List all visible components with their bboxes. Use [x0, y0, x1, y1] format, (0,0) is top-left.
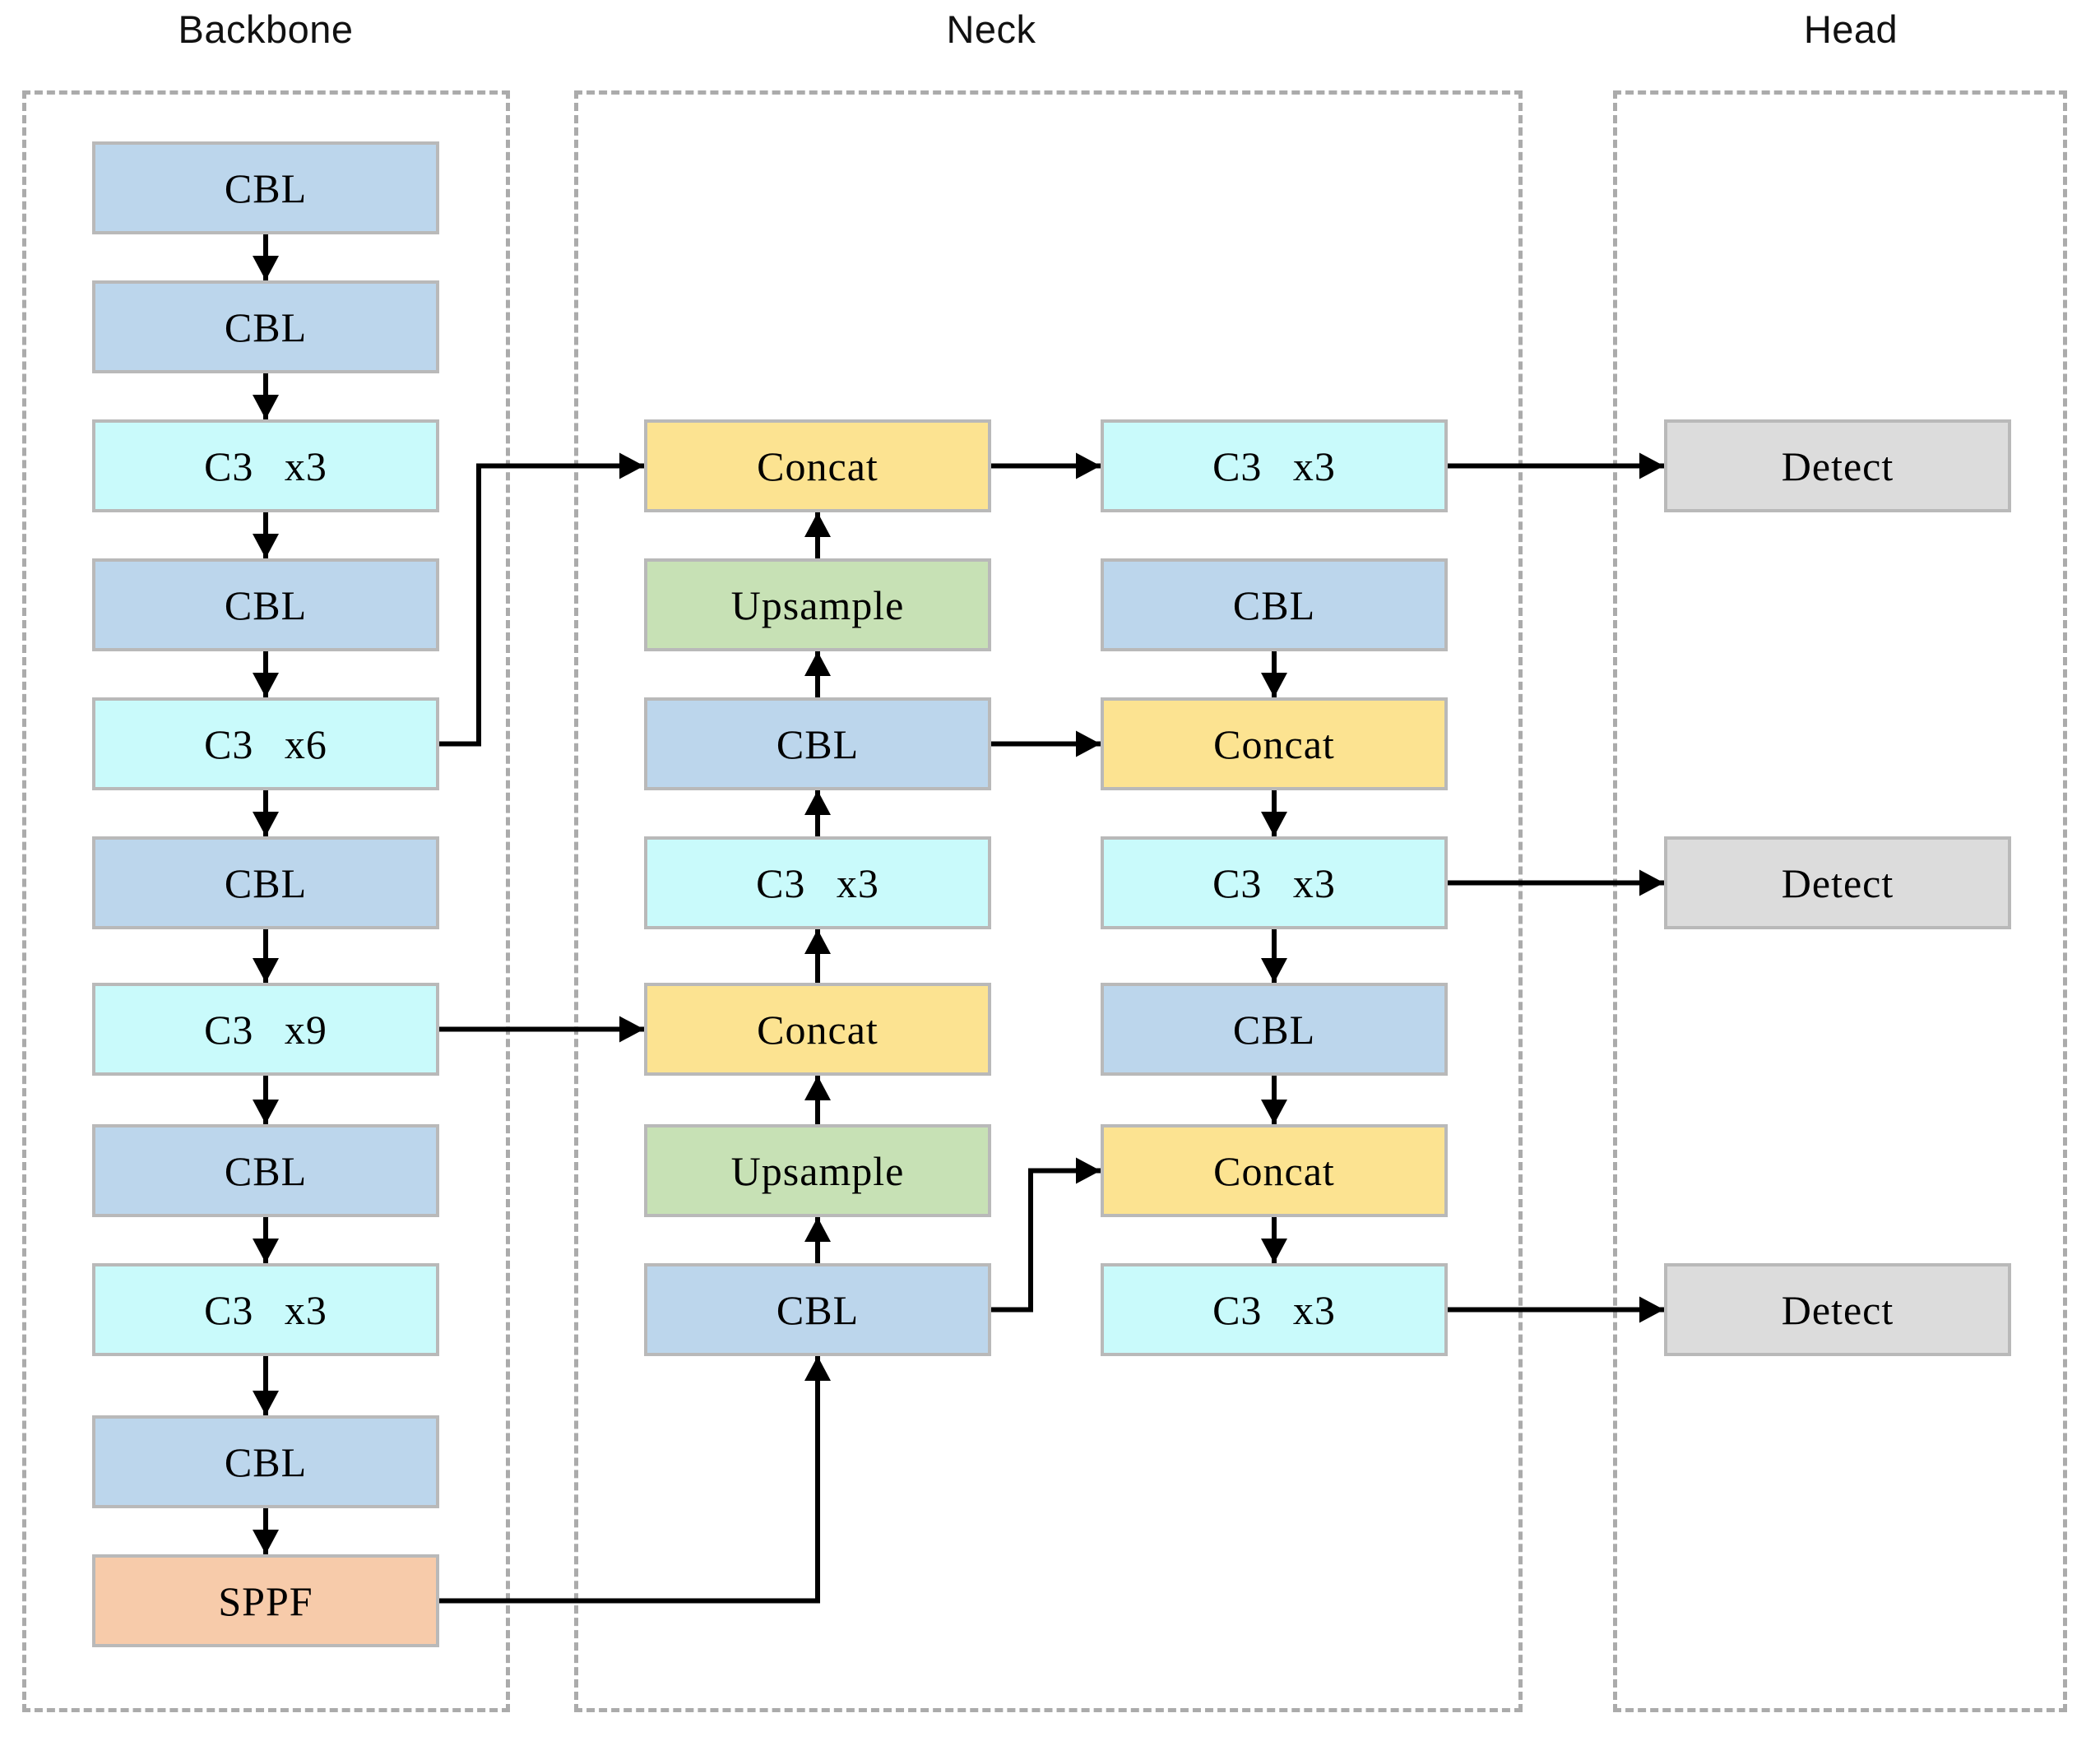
node-n4-c3: C3 x3 — [644, 836, 991, 929]
node-h2-detect: Detect — [1664, 836, 2011, 929]
node-b1-cbl: CBL — [92, 141, 439, 234]
node-h3-detect: Detect — [1664, 1263, 2011, 1356]
node-b2-cbl: CBL — [92, 280, 439, 373]
node-b5-c3: C3 x6 — [92, 697, 439, 790]
node-n5-concat: Concat — [644, 983, 991, 1076]
node-b10-cbl: CBL — [92, 1415, 439, 1508]
node-b8-cbl: CBL — [92, 1124, 439, 1217]
node-b4-cbl: CBL — [92, 558, 439, 651]
neck-title: Neck — [946, 7, 1036, 51]
node-m3-concat: Concat — [1101, 697, 1448, 790]
node-b6-cbl: CBL — [92, 836, 439, 929]
node-h1-detect: Detect — [1664, 419, 2011, 512]
head-title: Head — [1803, 7, 1898, 51]
node-b9-c3: C3 x3 — [92, 1263, 439, 1356]
node-n6-upsample: Upsample — [644, 1124, 991, 1217]
node-m7-c3: C3 x3 — [1101, 1263, 1448, 1356]
node-m5-cbl: CBL — [1101, 983, 1448, 1076]
backbone-region — [22, 90, 510, 1712]
node-m4-c3: C3 x3 — [1101, 836, 1448, 929]
node-m6-concat: Concat — [1101, 1124, 1448, 1217]
neck-region — [574, 90, 1523, 1712]
node-m2-cbl: CBL — [1101, 558, 1448, 651]
node-b3-c3: C3 x3 — [92, 419, 439, 512]
node-b7-c3: C3 x9 — [92, 983, 439, 1076]
backbone-title: Backbone — [178, 7, 354, 51]
node-n1-concat: Concat — [644, 419, 991, 512]
head-region — [1613, 90, 2067, 1712]
node-m1-c3: C3 x3 — [1101, 419, 1448, 512]
node-n3-cbl: CBL — [644, 697, 991, 790]
node-n7-cbl: CBL — [644, 1263, 991, 1356]
node-n2-upsample: Upsample — [644, 558, 991, 651]
node-b11-sppf: SPPF — [92, 1554, 439, 1647]
